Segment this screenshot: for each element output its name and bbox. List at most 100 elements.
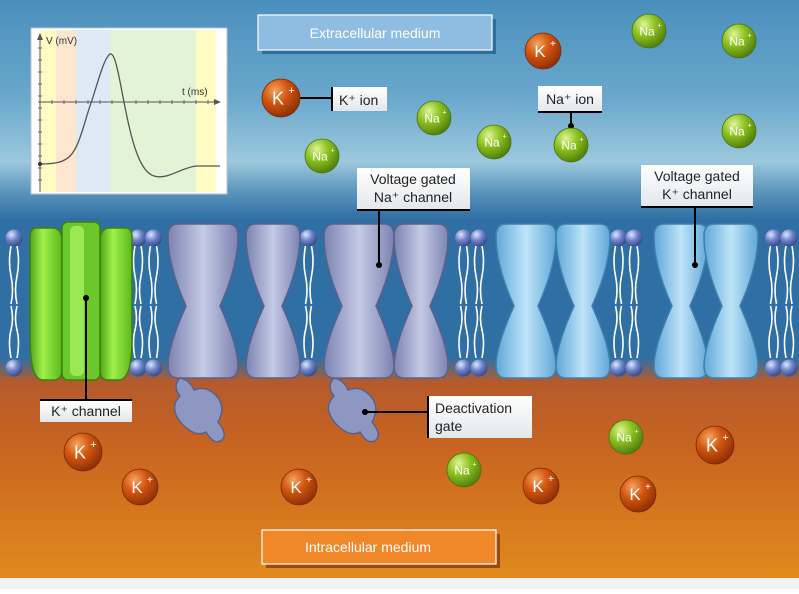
ion-symbol: K xyxy=(131,478,143,497)
na-ion-callout: Na⁺ ion xyxy=(538,86,602,129)
ion-symbol: K xyxy=(706,435,718,455)
ion-charge: + xyxy=(657,20,661,29)
k-ion: K+ xyxy=(280,468,318,506)
na-ion: Na+ xyxy=(446,452,482,488)
na-channel-callout: Voltage gated Na⁺ channel xyxy=(357,168,470,268)
ion-symbol: Na xyxy=(729,34,745,48)
ion-symbol: Na xyxy=(454,463,470,477)
k-gated-channel-1[interactable] xyxy=(495,223,611,379)
svg-text:Voltage gated: Voltage gated xyxy=(654,168,740,184)
phase-band-4 xyxy=(110,30,196,192)
phospholipid xyxy=(300,229,317,377)
ion-symbol: K xyxy=(532,477,544,496)
phospholipid xyxy=(765,229,782,377)
phase-band-5 xyxy=(196,30,216,192)
intracellular-label: Intracellular medium xyxy=(261,529,500,568)
ion-charge: + xyxy=(502,131,506,140)
ion-charge: + xyxy=(442,107,446,116)
svg-text:Intracellular medium: Intracellular medium xyxy=(305,539,431,555)
ion-symbol: K xyxy=(629,485,641,504)
ions-layer: K+K+Na+Na+Na+Na+Na+Na+Na+K+K+K+Na+K+Na+K… xyxy=(63,13,757,513)
ion-charge: + xyxy=(722,432,729,444)
k-ion: K+ xyxy=(524,32,562,70)
ion-charge: + xyxy=(747,30,751,39)
ion-charge: + xyxy=(550,38,556,50)
lipid-bilayer xyxy=(5,229,798,377)
phase-band-1 xyxy=(40,30,56,192)
phospholipid xyxy=(145,229,162,377)
ion-symbol: K xyxy=(290,478,302,497)
phase-band-3 xyxy=(76,30,110,192)
ion-charge: + xyxy=(306,474,312,486)
footer-bar xyxy=(0,578,799,589)
na-ion: Na+ xyxy=(608,419,644,455)
svg-text:K⁺ channel: K⁺ channel xyxy=(662,186,732,202)
k-gated-channel-callout: Voltage gated K⁺ channel xyxy=(641,165,753,268)
extracellular-label: Extracellular medium xyxy=(257,14,496,54)
na-ion: Na+ xyxy=(416,100,452,136)
svg-text:Deactivation: Deactivation xyxy=(435,400,512,416)
voltage-curve xyxy=(39,53,220,178)
k-ion: K+ xyxy=(695,425,735,465)
k-leak-channel[interactable] xyxy=(29,221,133,381)
svg-text:Extracellular medium: Extracellular medium xyxy=(310,25,441,41)
phospholipid xyxy=(780,229,798,377)
phospholipid xyxy=(129,229,147,377)
ion-charge: + xyxy=(472,459,476,468)
svg-text:K⁺ ion: K⁺ ion xyxy=(339,92,378,108)
ion-charge: + xyxy=(288,85,295,97)
deactivation-gate-2 xyxy=(327,377,379,443)
ion-symbol: Na xyxy=(639,24,655,38)
na-channel-1[interactable] xyxy=(167,223,301,443)
na-channel-2[interactable] xyxy=(323,223,449,443)
svg-text:Na⁺ channel: Na⁺ channel xyxy=(374,189,452,205)
na-ion: Na+ xyxy=(721,113,757,149)
ion-charge: + xyxy=(330,145,334,154)
ion-charge: + xyxy=(645,481,651,493)
na-ion: Na+ xyxy=(721,23,757,59)
svg-text:gate: gate xyxy=(435,418,462,434)
ion-charge: + xyxy=(579,134,583,143)
k-ion: K+ xyxy=(121,468,159,506)
k-ion-callout: K⁺ ion xyxy=(300,87,387,111)
ion-charge: + xyxy=(548,473,554,485)
deactivation-gate-callout: Deactivation gate xyxy=(362,396,532,438)
ion-charge: + xyxy=(747,120,751,129)
k-ion: K+ xyxy=(619,475,657,513)
graph-ylabel: V (mV) xyxy=(46,36,77,47)
ion-symbol: Na xyxy=(729,124,745,138)
na-ion: Na+ xyxy=(553,127,589,163)
ion-symbol: K xyxy=(272,88,284,108)
k-ion: K+ xyxy=(63,432,103,472)
phospholipid xyxy=(610,229,627,377)
phospholipid xyxy=(455,229,472,377)
phospholipid xyxy=(625,229,643,377)
deactivation-gate-1 xyxy=(173,377,225,443)
ion-symbol: Na xyxy=(616,430,632,444)
ion-symbol: K xyxy=(74,442,86,462)
na-ion: Na+ xyxy=(476,124,512,160)
svg-text:Voltage gated: Voltage gated xyxy=(370,171,456,187)
ion-symbol: Na xyxy=(312,149,328,163)
svg-text:Na⁺ ion: Na⁺ ion xyxy=(546,91,594,107)
action-potential-graph: V (mV) t (ms) xyxy=(30,27,228,195)
na-ion: Na+ xyxy=(631,13,667,49)
ion-symbol: K xyxy=(534,42,546,61)
ion-charge: + xyxy=(147,474,153,486)
k-ion: K+ xyxy=(261,78,301,118)
ion-symbol: Na xyxy=(561,138,577,152)
k-ion: K+ xyxy=(522,467,560,505)
ion-charge: + xyxy=(90,439,97,451)
graph-x-arrow xyxy=(214,99,221,105)
phase-band-2 xyxy=(56,30,76,192)
graph-y-arrow xyxy=(37,33,43,40)
k-leak-channel-callout: K⁺ channel xyxy=(40,295,132,422)
phospholipid xyxy=(5,229,23,377)
ion-symbol: Na xyxy=(484,135,500,149)
ion-symbol: Na xyxy=(424,111,440,125)
svg-text:K⁺ channel: K⁺ channel xyxy=(51,403,121,419)
graph-xlabel: t (ms) xyxy=(182,87,208,98)
na-ion: Na+ xyxy=(304,138,340,174)
phospholipid xyxy=(470,229,488,377)
